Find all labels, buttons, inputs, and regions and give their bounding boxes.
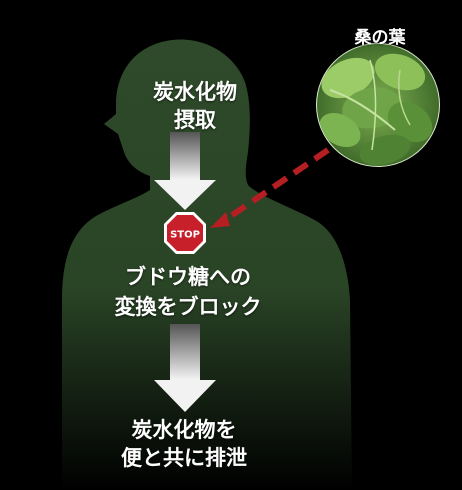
dashed-connector bbox=[210, 147, 330, 228]
excrete-label: 炭水化物を 便と共に排泄 bbox=[86, 416, 282, 472]
intake-line-2: 摂取 bbox=[174, 107, 216, 132]
block-line-1: ブドウ糖への bbox=[125, 264, 251, 289]
excrete-line-2: 便と共に排泄 bbox=[121, 445, 247, 470]
arrow-down-1 bbox=[154, 132, 216, 210]
block-label: ブドウ糖への 変換をブロック bbox=[88, 262, 288, 322]
arrow-down-2 bbox=[154, 324, 216, 412]
human-silhouette bbox=[62, 39, 352, 490]
stop-sign-label: STOP bbox=[170, 230, 200, 241]
mulberry-leaf-photo bbox=[316, 43, 440, 167]
stop-sign-icon: STOP bbox=[164, 212, 206, 254]
excrete-line-1: 炭水化物を bbox=[131, 417, 237, 442]
intake-line-1: 炭水化物 bbox=[153, 79, 237, 104]
intake-label: 炭水化物 摂取 bbox=[120, 78, 270, 134]
leaf-label: 桑の葉 bbox=[354, 28, 406, 48]
block-line-2: 変換をブロック bbox=[114, 294, 262, 319]
